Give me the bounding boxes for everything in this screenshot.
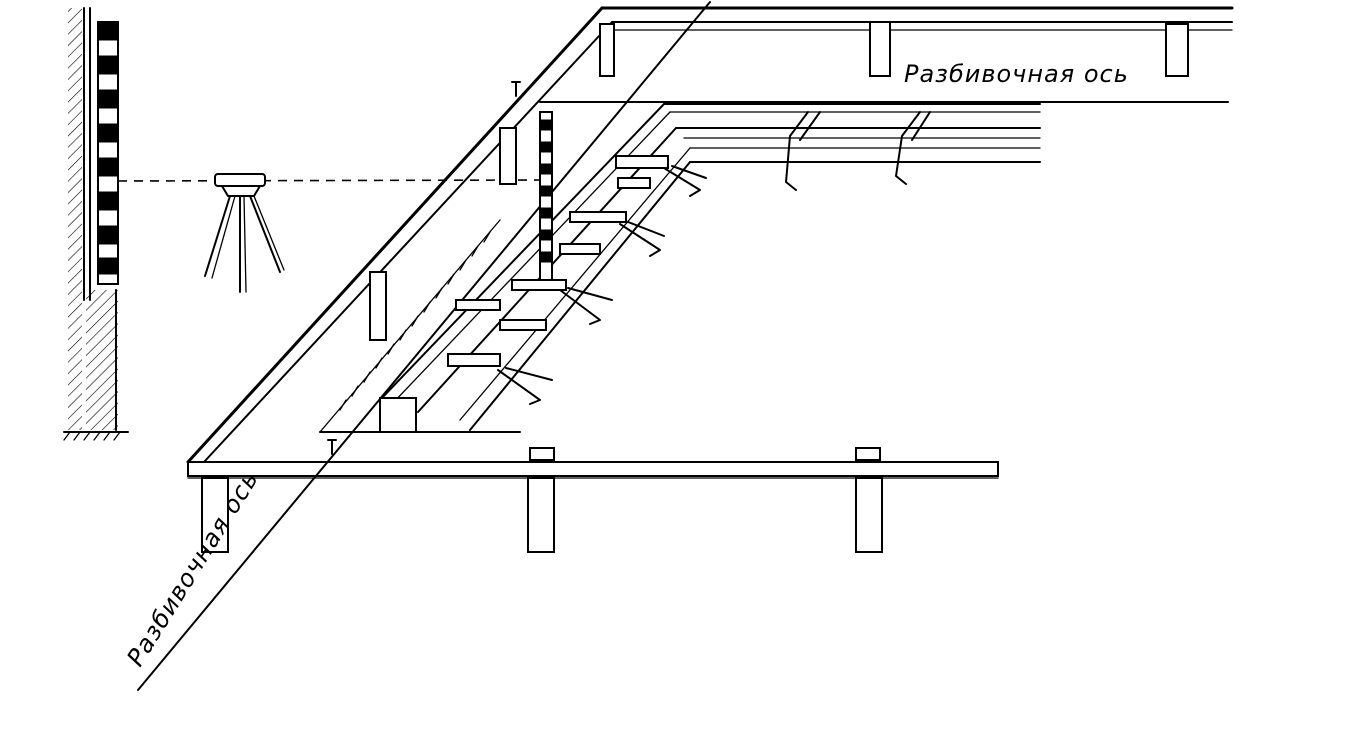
wall-hatching	[68, 8, 82, 430]
axis-label-top: Разбивочная ось	[904, 60, 1129, 88]
front-rail	[187, 461, 999, 477]
post	[869, 21, 891, 77]
wall-with-leveling-staff	[63, 7, 129, 441]
batter-board-frame	[186, 6, 1234, 553]
post	[527, 477, 555, 553]
level-telescope	[214, 173, 266, 187]
axis-label-left: Разбивочная ось	[121, 466, 264, 672]
layout-axis-diagonal	[137, 1, 711, 691]
layout-axes	[137, 1, 1229, 691]
nail	[855, 447, 881, 461]
formwork-corner-box	[379, 397, 417, 433]
post	[1165, 23, 1189, 77]
staff-markings	[97, 21, 119, 275]
post	[855, 477, 883, 553]
wall-base-hatching	[86, 290, 118, 430]
nail	[529, 447, 555, 461]
level-instrument-on-tripod	[204, 173, 285, 293]
leveling-staff-inner	[539, 111, 553, 281]
sight-line	[117, 179, 546, 182]
footing-formwork	[319, 103, 1041, 433]
post	[599, 23, 615, 77]
post	[499, 127, 517, 185]
post	[201, 477, 229, 553]
post	[369, 271, 387, 341]
